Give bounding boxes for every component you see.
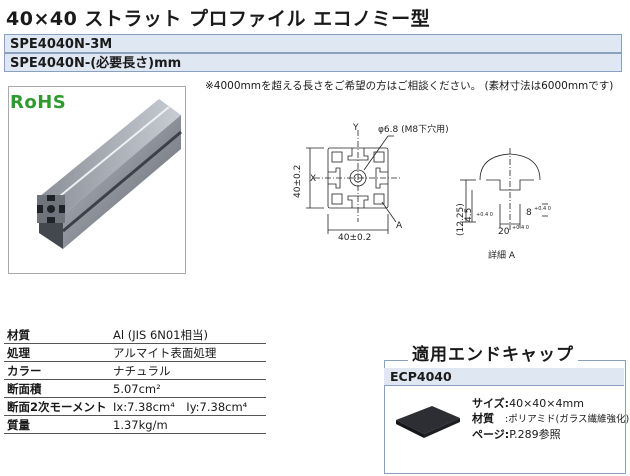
endcap-page-value: P.289参照 bbox=[509, 428, 561, 441]
detail-marker: A bbox=[396, 221, 403, 231]
endcap-size-label: サイズ: bbox=[472, 397, 510, 410]
endcap-info: サイズ:40×40×4mm 材質 :ポリアミド(ガラス繊維強化) ページ:P.2… bbox=[472, 396, 629, 442]
detail-a-drawing bbox=[460, 148, 548, 230]
rohs-badge: RoHS bbox=[10, 92, 67, 113]
product-photo bbox=[8, 86, 186, 274]
endcap-image bbox=[396, 406, 460, 438]
hole-label: φ6.8 (M8下穴用) bbox=[378, 123, 449, 135]
detail-dim-2-tol: +0.4 0 bbox=[476, 212, 493, 218]
endcap-material-label: 材質 bbox=[472, 412, 494, 425]
detail-dim-2: 4.5 bbox=[464, 208, 474, 222]
spec-row: 処理アルマイト表面処理 bbox=[4, 343, 266, 362]
x-axis-label: X bbox=[310, 174, 316, 184]
model-number-3m: SPE4040N-3M bbox=[4, 34, 622, 53]
spec-row: カラーナチュラル bbox=[4, 361, 266, 380]
endcap-model: ECP4040 bbox=[384, 368, 624, 386]
endcap-title: 適用エンドキャップ bbox=[408, 340, 578, 365]
cross-section-drawing: Y X φ6.8 (M8下穴用) 40±0.2 40±0.2 A (12.25)… bbox=[293, 123, 551, 261]
detail-dim-4-tol: +0.4 0 bbox=[512, 225, 529, 231]
profile-illustration bbox=[37, 99, 182, 249]
model-number-custom: SPE4040N-(必要長さ)mm bbox=[4, 53, 622, 72]
detail-dim-3: 8 bbox=[526, 208, 532, 218]
height-dim: 40±0.2 bbox=[293, 165, 303, 198]
detail-dim-3-tol: +0.4 0 bbox=[534, 206, 551, 212]
width-dim: 40±0.2 bbox=[338, 233, 371, 243]
length-note: ※4000mmを超える長さをご希望の方はご相談ください。 (素材寸法は6000m… bbox=[205, 80, 614, 92]
endcap-material-value: :ポリアミド(ガラス繊維強化) bbox=[505, 414, 630, 425]
endcap-size-value: 40×40×4mm bbox=[509, 397, 584, 410]
detail-dim-4: 20 bbox=[498, 227, 510, 237]
y-axis-label: Y bbox=[352, 123, 359, 133]
detail-dim-1: (12.25) bbox=[456, 203, 466, 236]
page-title: 40×40 ストラット プロファイル エコノミー型 bbox=[6, 8, 431, 30]
endcap-page-label: ページ: bbox=[472, 428, 510, 441]
detail-caption: 詳細 A bbox=[488, 249, 516, 261]
